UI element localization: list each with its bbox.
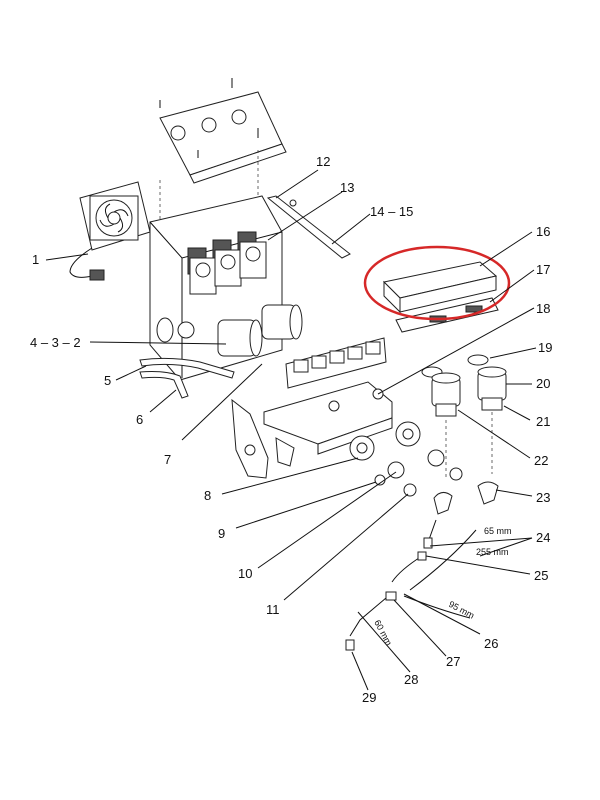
label-6: 6 [136, 412, 143, 427]
part-16-box [382, 261, 498, 314]
side-bracket [266, 195, 351, 259]
label-5: 5 [104, 373, 111, 388]
front-panel [263, 337, 393, 455]
label-11: 11 [266, 602, 280, 617]
top-cover-plate [159, 78, 287, 184]
highlight-ellipse [363, 245, 511, 321]
valves [433, 481, 499, 515]
label-28: 28 [404, 672, 418, 687]
side-plate [231, 398, 295, 479]
label-21: 21 [536, 414, 550, 429]
label-26: 26 [484, 636, 498, 651]
tubes-5-6 [139, 357, 235, 399]
pumps [349, 421, 463, 497]
label-22: 22 [534, 453, 548, 468]
label-24: 24 [536, 530, 550, 545]
label-7: 7 [164, 452, 171, 467]
label-16: 16 [536, 224, 550, 239]
label-23: 23 [536, 490, 550, 505]
label-1: 1 [32, 252, 39, 267]
containers [421, 354, 507, 480]
motors [217, 304, 303, 357]
hoses [345, 519, 477, 651]
label-14-15: 14 – 15 [370, 204, 413, 219]
label-8: 8 [204, 488, 211, 503]
label-20: 20 [536, 376, 550, 391]
main-chassis [149, 195, 283, 381]
label-9: 9 [218, 526, 225, 541]
label-17: 17 [536, 262, 550, 277]
dimension-95mm: 95 mm [447, 599, 476, 621]
label-27: 27 [446, 654, 460, 669]
dimension-255mm: 255 mm [476, 547, 509, 557]
label-25: 25 [534, 568, 548, 583]
label-13: 13 [340, 180, 354, 195]
label-4-3-2: 4 – 3 – 2 [30, 335, 81, 350]
label-19: 19 [538, 340, 552, 355]
dimension-65mm: 65 mm [484, 526, 512, 536]
label-10: 10 [238, 566, 252, 581]
label-29: 29 [362, 690, 376, 705]
label-12: 12 [316, 154, 330, 169]
fan-unit [69, 181, 151, 281]
label-18: 18 [536, 301, 550, 316]
leader-lines [45, 169, 537, 691]
